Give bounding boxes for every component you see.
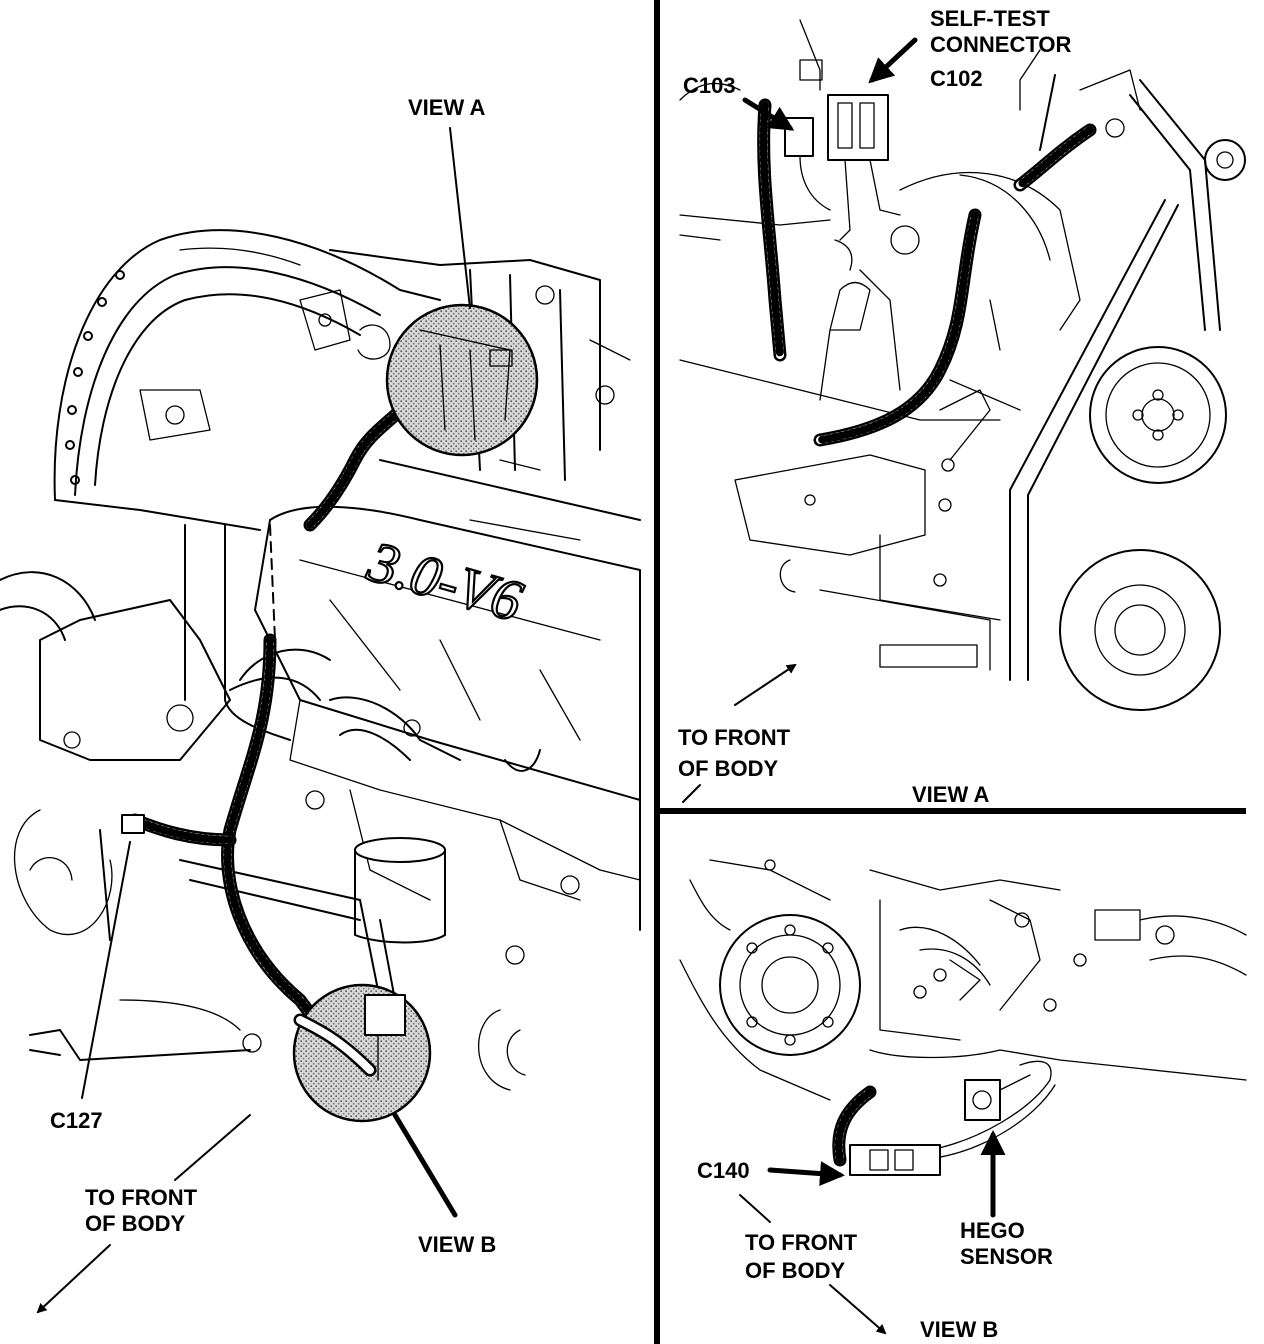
view-b-front-label-line1: TO FRONT (745, 1230, 858, 1255)
housing-bolt-holes (65, 270, 125, 485)
main-front-label-line1: TO FRONT (85, 1185, 198, 1210)
c102-connector-label: C102 (930, 66, 983, 91)
c103-connector-label: C103 (683, 73, 736, 98)
view-b-callout-label: VIEW B (418, 1232, 496, 1257)
view-a-engine-illustration (679, 19, 1246, 711)
view-b-engine-illustration (679, 859, 1247, 1176)
alternator-illustration (0, 571, 231, 936)
c127-connector-illustration (121, 814, 145, 834)
view-b-front-arrow-icon (829, 1284, 887, 1335)
c102-leader-line (1039, 74, 1056, 151)
main-engine-view: 3.0-V6 (0, 95, 641, 1314)
transmission-housing-illustration (53, 229, 441, 531)
view-a-front-tail-line (682, 784, 701, 803)
hego-label-line2: SENSOR (960, 1244, 1053, 1269)
view-a-magnifier (385, 303, 539, 457)
view-b-magnifier-detail (293, 994, 406, 1081)
main-wiring-harness (128, 388, 422, 1047)
view-a-front-label-line1: TO FRONT (678, 725, 791, 750)
view-a-title: VIEW A (912, 782, 990, 807)
engine-badge-text: 3.0-V6 (360, 528, 529, 634)
self-test-label-line1: SELF-TEST (930, 6, 1050, 31)
view-a-front-label-line2: OF BODY (678, 756, 779, 781)
view-b-title: VIEW B (920, 1317, 998, 1342)
self-test-label-line2: CONNECTOR (930, 32, 1071, 57)
panel-dividers (654, 0, 1246, 1344)
view-a-magnifier-detail (419, 329, 513, 441)
main-front-arrow-icon (36, 1244, 111, 1314)
view-b-panel: C140 HEGO SENSOR TO FRONT OF BODY VIEW B (679, 859, 1247, 1342)
view-a-callout-label: VIEW A (408, 95, 486, 120)
engine-block-illustration (63, 247, 641, 965)
main-front-label-line2: OF BODY (85, 1211, 186, 1236)
c127-leader-line (81, 841, 131, 1099)
view-a-leader-line (449, 127, 471, 309)
c103-arrow-icon (742, 97, 795, 131)
c127-connector-label: C127 (50, 1108, 103, 1133)
c140-arrow-icon (767, 1161, 845, 1187)
c140-connector-label: C140 (697, 1158, 750, 1183)
engine-hoses-illustration (184, 524, 541, 772)
view-b-front-label-line2: OF BODY (745, 1258, 846, 1283)
main-front-direction-line (174, 1114, 251, 1181)
view-a-front-arrow-icon (734, 663, 797, 706)
self-test-arrow-icon (868, 37, 918, 84)
view-b-leader-line (392, 1112, 458, 1218)
view-b-front-tail-line (739, 1194, 771, 1223)
view-a-panel: SELF-TEST CONNECTOR C102 C103 TO FRONT O… (678, 6, 1246, 807)
view-b-magnifier (292, 983, 432, 1123)
vapor-canister-illustration (29, 829, 526, 1091)
hego-label-line1: HEGO (960, 1218, 1025, 1243)
